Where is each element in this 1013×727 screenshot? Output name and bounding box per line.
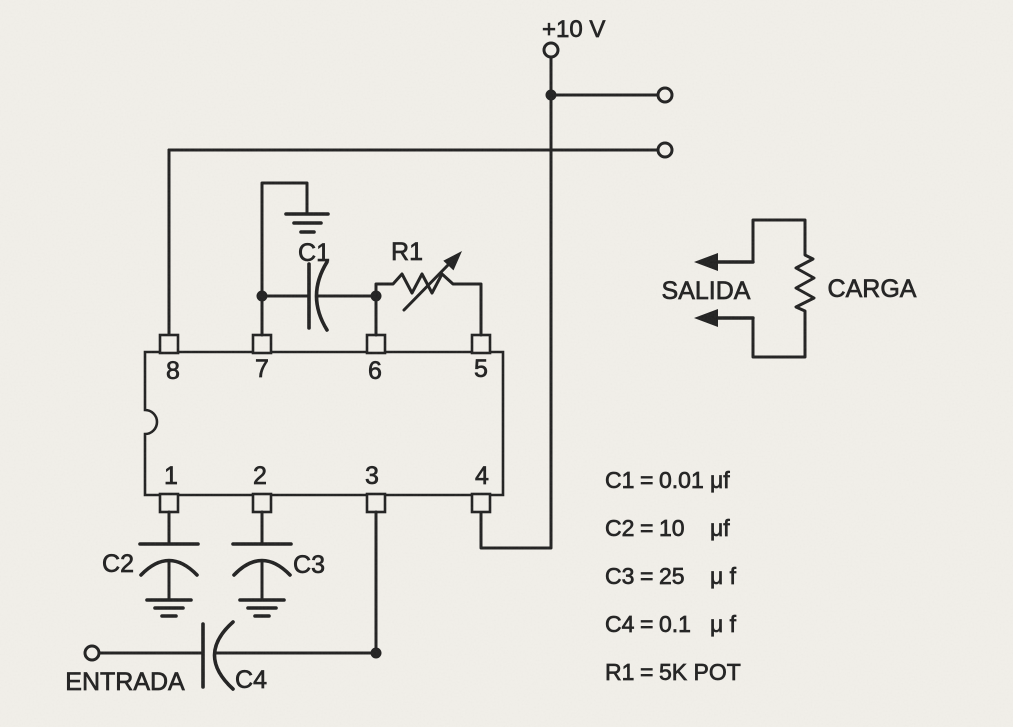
power-terminal (542, 41, 560, 59)
output-arrow-head-top (694, 253, 718, 271)
equals-sign: = (640, 659, 653, 685)
pin7-pad (251, 333, 273, 355)
c3-label: C3 (293, 551, 325, 579)
parts-row: C3 = 25 μ f (605, 563, 737, 590)
output-arrow-head-bottom (694, 309, 718, 327)
parts-row: R1 = 5K POT (605, 659, 742, 686)
part-name: C1 (605, 467, 634, 493)
part-name: C4 (605, 611, 635, 637)
part-value: 5K POT (659, 659, 741, 685)
pin4-pad (470, 492, 492, 514)
part-name: R1 (605, 659, 634, 685)
c1-network: C1 (256, 181, 378, 337)
c2-label: C2 (102, 550, 134, 578)
part-value: 0.1 (659, 611, 691, 637)
pin6-pad (365, 333, 387, 355)
equals-sign: = (640, 467, 653, 493)
pin1-number: 1 (164, 462, 178, 490)
ground-symbol-c3 (238, 598, 286, 618)
terminal-1 (656, 86, 674, 104)
part-value: 25 (659, 563, 685, 589)
load-loop (751, 218, 816, 359)
parts-row: C1 = 0.01 μf (605, 467, 731, 494)
pin8-number: 8 (166, 357, 180, 385)
pin1-pad (158, 492, 180, 514)
ground-symbol-c2 (145, 598, 193, 618)
terminal-2 (656, 141, 674, 159)
part-value: 0.01 (659, 467, 704, 493)
pin2-number: 2 (253, 462, 267, 490)
parts-row: C4 = 0.1 μ f (605, 611, 737, 638)
equals-sign: = (640, 611, 653, 637)
load-label: CARGA (828, 275, 917, 303)
output-label: SALIDA (662, 277, 751, 305)
part-value: 10 (659, 515, 685, 541)
input-network: C4 ENTRADA (65, 510, 382, 696)
input-label: ENTRADA (65, 668, 185, 696)
ic-chip: 8 7 6 5 1 2 3 4 (143, 333, 505, 514)
pin3-number: 3 (365, 462, 379, 490)
power-label: +10 V (542, 16, 605, 43)
part-unit: μ f (710, 563, 737, 589)
pin4-number: 4 (475, 462, 489, 490)
pin6-number: 6 (368, 357, 382, 385)
pin2-pad (251, 492, 273, 514)
equals-sign: = (640, 515, 653, 541)
part-unit: μf (710, 515, 730, 541)
parts-list: C1 = 0.01 μf C2 = 10 μf C3 = 25 μ f C4 =… (605, 467, 742, 686)
part-unit: μf (710, 467, 730, 493)
ic-body (143, 350, 505, 497)
r1-arrow-shaft (402, 262, 451, 312)
pin5-pad (470, 333, 492, 355)
part-name: C3 (605, 563, 634, 589)
ground-symbol-c1 (284, 212, 330, 234)
c4-label: C4 (235, 666, 267, 694)
r1-label: R1 (391, 238, 423, 266)
pin5-number: 5 (474, 355, 488, 383)
c3-network: C3 (231, 510, 325, 618)
input-terminal (83, 644, 101, 662)
part-name: C2 (605, 515, 634, 541)
c2-network: C2 (102, 510, 200, 618)
c4-plate-curved (212, 620, 235, 691)
r1-potentiometer: R1 (370, 238, 483, 337)
pin8-pad (158, 333, 180, 355)
pin7-number: 7 (255, 355, 269, 383)
parts-row: C2 = 10 μf (605, 515, 731, 542)
equals-sign: = (640, 563, 653, 589)
output-load: SALIDA CARGA (661, 218, 917, 359)
pin3-pad (365, 492, 387, 514)
part-unit: μ f (710, 611, 737, 637)
